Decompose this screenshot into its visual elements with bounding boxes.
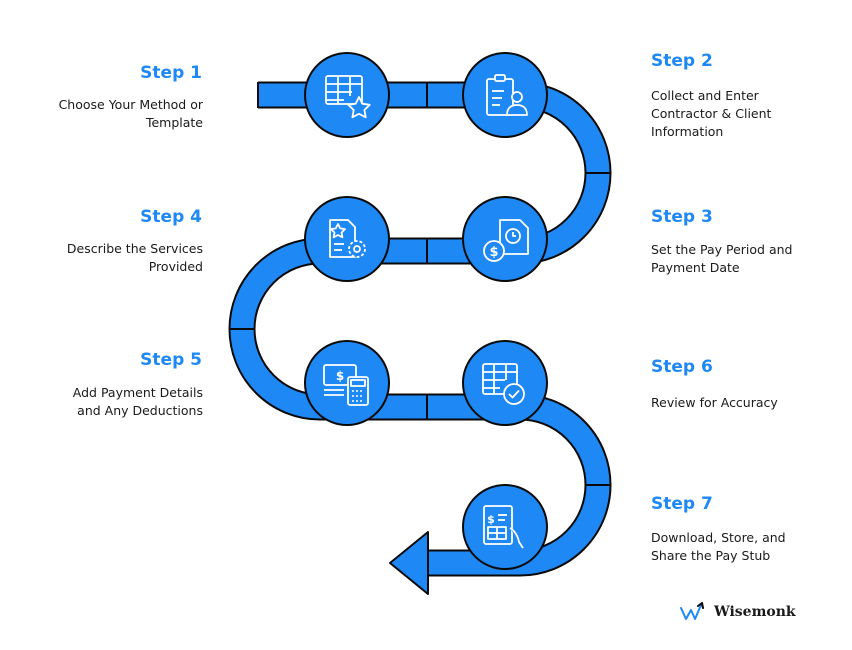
step-4-description: Describe the Services Provided: [3, 240, 203, 276]
step-4-title: Step 4: [140, 207, 202, 227]
table-check-icon: [482, 363, 525, 405]
step-1-description: Choose Your Method or Template: [3, 96, 203, 132]
step-5-line-1: Add Payment Details: [72, 385, 203, 400]
clipboard-person-icon: [486, 74, 528, 116]
spreadsheet-star-icon: [325, 75, 371, 119]
step-2-description: Collect and Enter Contractor & Client In…: [651, 87, 851, 141]
step-2-node: [462, 52, 548, 138]
step-5-title: Step 5: [140, 350, 202, 370]
step-2-line-2: Contractor & Client: [651, 106, 772, 121]
step-5-description: Add Payment Details and Any Deductions: [3, 384, 203, 420]
svg-text:$: $: [489, 245, 498, 260]
step-4-line-1: Describe the Services: [66, 241, 203, 256]
step-1-node: [304, 52, 390, 138]
step-3-node: $: [462, 196, 548, 282]
step-6-node: [462, 340, 548, 426]
step-7-line-2: Share the Pay Stub: [651, 548, 771, 563]
step-3-description: Set the Pay Period and Payment Date: [651, 241, 851, 277]
svg-text:$: $: [336, 369, 344, 383]
step-6-description: Review for Accuracy: [651, 394, 851, 412]
wisemonk-logo-icon: [680, 602, 704, 620]
step-5-node: $: [304, 340, 390, 426]
step-6-line-1: Review for Accuracy: [651, 395, 778, 410]
step-4-line-2: Provided: [148, 259, 203, 274]
step-1-title: Step 1: [140, 63, 202, 83]
step-7-node: $: [462, 484, 548, 570]
step-7-title: Step 7: [651, 494, 713, 514]
step-3-title: Step 3: [651, 207, 713, 227]
step-7-description: Download, Store, and Share the Pay Stub: [651, 529, 851, 565]
cash-calculator-icon: $: [323, 364, 369, 406]
calendar-dollar-icon: $: [483, 219, 529, 262]
step-3-line-2: Payment Date: [651, 260, 740, 275]
step-6-title: Step 6: [651, 357, 713, 377]
brand-name: Wisemonk: [714, 604, 796, 620]
arrow-head-icon: [389, 531, 429, 595]
document-gear-icon: [329, 219, 366, 258]
paystub-hand-icon: $: [483, 505, 524, 549]
step-1-line-2: Template: [145, 115, 203, 130]
step-7-line-1: Download, Store, and: [651, 530, 786, 545]
step-2-line-3: Information: [651, 124, 724, 139]
svg-text:$: $: [487, 513, 495, 526]
brand-logo: Wisemonk: [680, 602, 796, 622]
step-2-line-1: Collect and Enter: [651, 88, 759, 103]
step-4-node: [304, 196, 390, 282]
step-1-line-1: Choose Your Method or: [58, 97, 203, 112]
step-3-line-1: Set the Pay Period and: [651, 242, 793, 257]
step-5-line-2: and Any Deductions: [77, 403, 203, 418]
step-2-title: Step 2: [651, 51, 713, 71]
winding-path: [228, 81, 612, 595]
